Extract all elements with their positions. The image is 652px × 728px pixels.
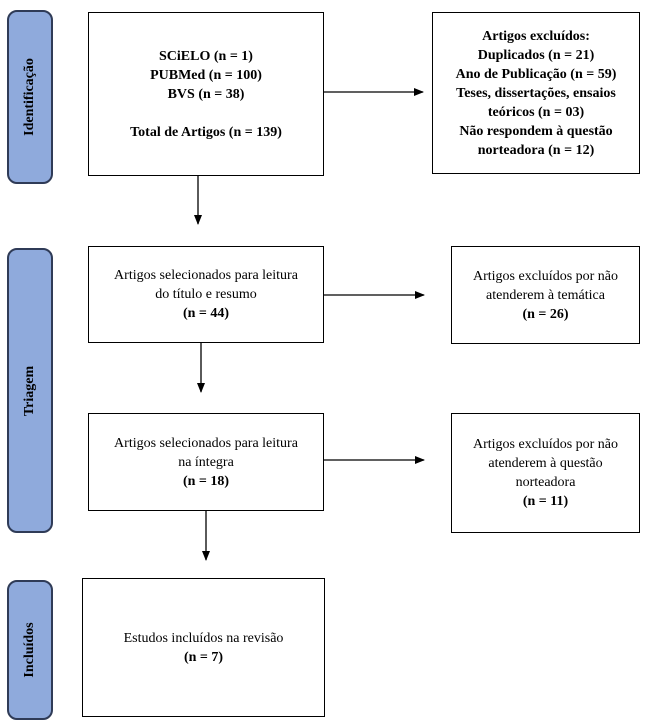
source-pubmed: PUBMed (n = 100) [150,67,262,83]
total-articles: Total de Artigos (n = 139) [130,124,282,140]
excluded-question-box: Artigos excluídos por não atenderem à qu… [451,413,640,533]
excluded-theme-line-1: Artigos excluídos por não [472,268,619,284]
screen-title-box: Artigos selecionados para leitura do tít… [88,246,324,343]
excluded-heading: Artigos excluídos: [482,28,590,44]
phase-identificacao: Identificação [7,10,53,184]
screen-title-count: (n = 44) [182,306,230,321]
excluded-theme-line-2: atenderem à temática [486,287,605,303]
screen-full-count: (n = 18) [182,473,230,489]
excluded-initial-box: Artigos excluídos: Duplicados (n = 21) A… [432,12,640,174]
excluded-question-line-2: atenderem à questão [488,456,603,471]
sources-box: SCiELO (n = 1) PUBMed (n = 100) BVS (n =… [88,12,324,176]
screen-full-line-1: Artigos selecionados para leitura [114,435,298,451]
source-scielo: SCiELO (n = 1) [159,48,253,64]
excluded-question-2: norteadora (n = 12) [477,142,595,158]
excluded-year: Ano de Publicação (n = 59) [455,66,617,82]
excluded-theses-1: Teses, dissertações, ensaios [456,85,616,101]
included-count: (n = 7) [183,649,224,665]
source-bvs: BVS (n = 38) [167,86,245,102]
excluded-duplicates: Duplicados (n = 21) [477,47,595,63]
excluded-question-1: Não respondem à questão [459,123,613,139]
excluded-question-line-1: Artigos excluídos por não [472,437,619,452]
excluded-theme-box: Artigos excluídos por não atenderem à te… [451,246,640,344]
phase-incluidos: Incluídos [7,580,53,720]
included-line-1: Estudos incluídos na revisão [123,630,284,646]
excluded-question-count: (n = 11) [522,494,569,509]
screen-full-line-2: na íntegra [178,454,234,470]
screen-title-line-2: do título e resumo [155,287,257,302]
excluded-theme-count: (n = 26) [522,306,569,322]
phase-triagem: Triagem [7,248,53,533]
screen-full-box: Artigos selecionados para leitura na ínt… [88,413,324,511]
excluded-theses-2: teóricos (n = 03) [487,104,585,120]
screen-title-line-1: Artigos selecionados para leitura [114,268,298,283]
excluded-question-line-3: norteadora [515,475,576,490]
included-box: Estudos incluídos na revisão (n = 7) [82,578,325,717]
